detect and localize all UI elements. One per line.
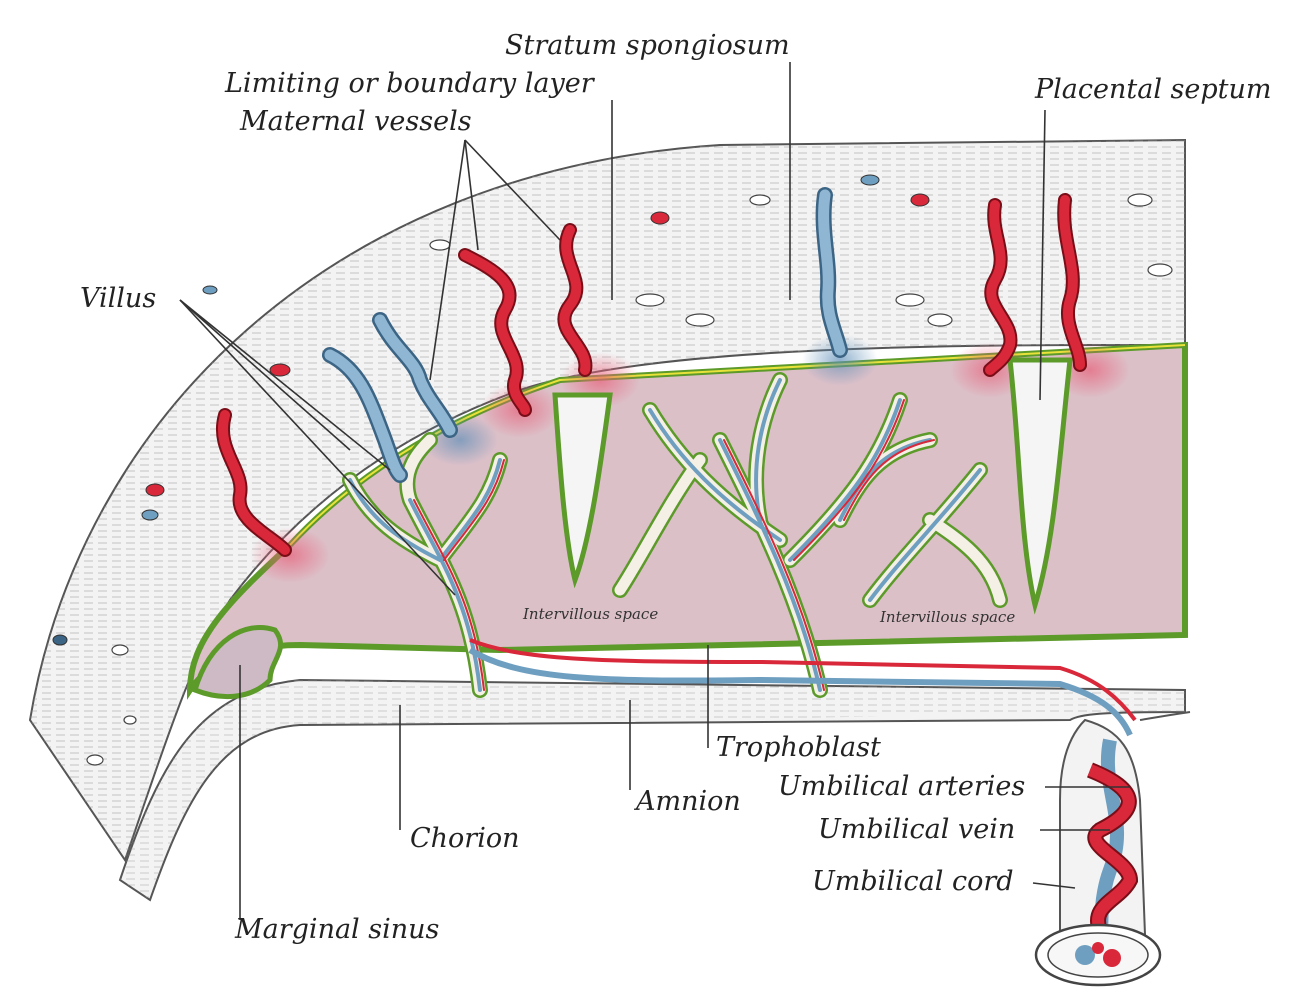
label-umbilical-vein: Umbilical vein	[818, 814, 1016, 845]
label-maternal-vessels: Maternal vessels	[240, 106, 472, 137]
uterine-wall-hatching	[30, 140, 1185, 860]
label-intervillous-space-left: Intervillous space	[523, 605, 659, 623]
umbilical-cord	[1034, 711, 1191, 987]
label-intervillous-space-right: Intervillous space	[880, 608, 1016, 626]
placental-septum	[552, 392, 613, 589]
maternal-veins	[322, 187, 848, 483]
vessel-sections	[52, 174, 1173, 766]
placental-septum	[1007, 357, 1073, 615]
chorionic-artery	[469, 638, 1137, 722]
leader-lines	[179, 62, 1130, 920]
label-placental-septum: Placental septum	[1035, 74, 1272, 105]
maternal-arteries	[216, 193, 1087, 557]
label-amnion: Amnion	[636, 786, 741, 817]
label-umbilical-cord: Umbilical cord	[812, 866, 1014, 897]
label-trophoblast: Trophoblast	[716, 732, 881, 763]
villous-tree-center	[612, 372, 938, 698]
label-limiting-layer: Limiting or boundary layer	[225, 68, 594, 99]
chorionic-vein	[468, 647, 1133, 737]
label-stratum-spongiosum: Stratum spongiosum	[505, 30, 790, 61]
label-marginal-sinus: Marginal sinus	[235, 914, 440, 945]
label-villus: Villus	[80, 283, 157, 314]
villous-tree-left	[342, 432, 508, 698]
villous-tree-right	[862, 462, 1008, 608]
marginal-sinus	[191, 625, 283, 700]
label-umbilical-arteries: Umbilical arteries	[778, 771, 1026, 802]
label-chorion: Chorion	[410, 823, 520, 854]
